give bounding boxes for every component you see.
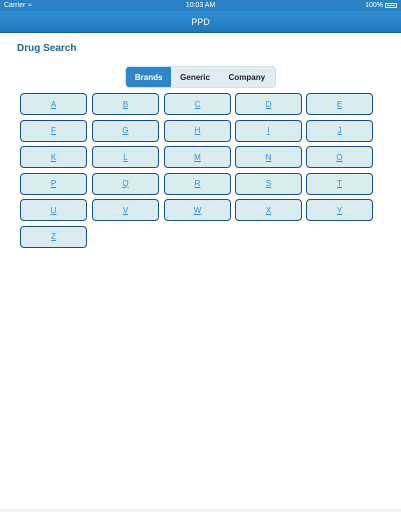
letter-button-m[interactable]: M bbox=[164, 146, 231, 168]
letter-button-u[interactable]: U bbox=[20, 199, 87, 221]
letter-button-o[interactable]: O bbox=[306, 146, 373, 168]
letter-button-k[interactable]: K bbox=[20, 146, 87, 168]
letter-button-z[interactable]: Z bbox=[20, 225, 87, 248]
letter-button-h[interactable]: H bbox=[164, 119, 231, 142]
letter-button-w[interactable]: W bbox=[164, 199, 231, 221]
nav-title: PPD bbox=[191, 17, 210, 27]
letter-button-n[interactable]: N bbox=[235, 146, 302, 168]
letter-button-a[interactable]: A bbox=[20, 93, 87, 115]
letter-button-t[interactable]: T bbox=[306, 172, 373, 195]
bottom-divider bbox=[0, 509, 401, 512]
page-title: Drug Search bbox=[17, 43, 77, 54]
letter-button-j[interactable]: J bbox=[306, 119, 373, 142]
letter-button-f[interactable]: F bbox=[20, 119, 87, 142]
status-bar: Carrier ≈ 10:03 AM 100% bbox=[0, 0, 401, 11]
letter-button-i[interactable]: I bbox=[235, 119, 302, 142]
wifi-icon: ≈ bbox=[28, 2, 32, 9]
letter-button-v[interactable]: V bbox=[92, 199, 159, 221]
battery-icon bbox=[385, 3, 397, 8]
segment-brands[interactable]: Brands bbox=[126, 67, 172, 87]
letter-button-y[interactable]: Y bbox=[306, 199, 373, 221]
segment-company[interactable]: Company bbox=[228, 72, 266, 82]
letter-button-d[interactable]: D bbox=[235, 93, 302, 115]
status-time: 10:03 AM bbox=[185, 2, 216, 9]
carrier-label: Carrier bbox=[4, 2, 26, 9]
segment-generic[interactable]: Generic bbox=[180, 72, 210, 82]
letter-button-q[interactable]: Q bbox=[92, 172, 159, 195]
battery-percent: 100% bbox=[365, 2, 383, 9]
letter-button-g[interactable]: G bbox=[92, 119, 159, 142]
letter-button-e[interactable]: E bbox=[306, 93, 373, 115]
letter-button-b[interactable]: B bbox=[92, 93, 159, 115]
search-type-segmented-control: Brands Generic Company bbox=[125, 66, 276, 88]
letter-button-p[interactable]: P bbox=[20, 172, 87, 195]
letter-button-c[interactable]: C bbox=[164, 93, 231, 115]
letter-button-r[interactable]: R bbox=[164, 172, 231, 195]
letter-button-s[interactable]: S bbox=[235, 172, 302, 195]
nav-bar: PPD bbox=[0, 11, 401, 33]
letter-button-x[interactable]: X bbox=[235, 199, 302, 221]
letter-button-l[interactable]: L bbox=[92, 146, 159, 168]
